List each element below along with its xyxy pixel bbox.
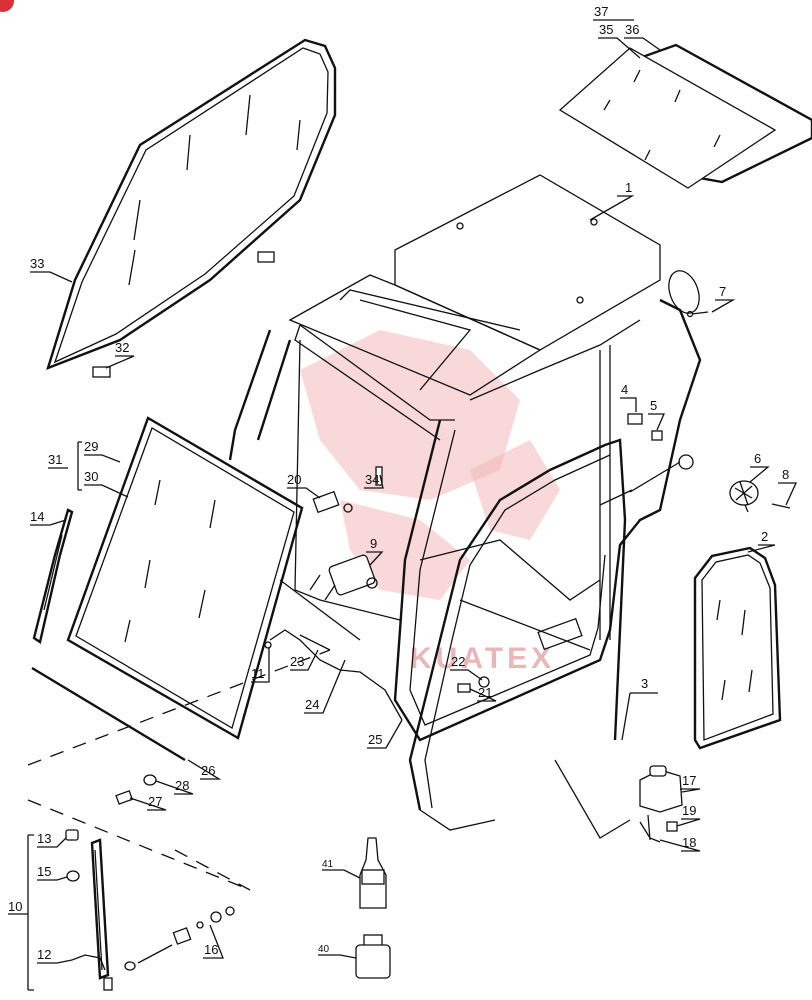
part-41-bottle xyxy=(359,837,387,909)
part-21-plug xyxy=(457,683,471,693)
part-26-wiper-rod xyxy=(31,666,186,762)
callout-13: 13 xyxy=(37,831,51,846)
callout-30: 30 xyxy=(84,469,98,484)
callout-8: 8 xyxy=(782,467,789,482)
callout-16: 16 xyxy=(204,942,218,957)
callout-10: 10 xyxy=(8,899,22,914)
callout-41: 41 xyxy=(322,859,334,870)
part-17-reservoir xyxy=(639,765,683,813)
part-29-30-windshield xyxy=(66,416,304,740)
part-1-cab-frame xyxy=(228,174,702,742)
leader-3-17 xyxy=(554,759,631,839)
part-40-jar xyxy=(355,934,391,979)
callout-11: 11 xyxy=(251,666,265,681)
part-35-36-roof-glass xyxy=(558,43,812,189)
part-20-bracket xyxy=(312,490,353,514)
callout-27: 27 xyxy=(148,794,162,809)
callout-18: 18 xyxy=(682,835,696,850)
callout-25: 25 xyxy=(368,732,382,747)
part-27-nut xyxy=(115,790,134,805)
callouts: 1 2 3 4 5 6 7 8 9 10 11 12 13 14 15 16 1 xyxy=(8,4,798,991)
callout-33: 33 xyxy=(30,256,44,271)
part-25-hose xyxy=(269,629,403,721)
part-7-bolt-head xyxy=(686,310,694,318)
part-6-fan xyxy=(729,480,759,513)
part-22-ring xyxy=(478,676,490,688)
callout-15: 15 xyxy=(37,864,51,879)
callout-23: 23 xyxy=(290,654,304,669)
callout-7: 7 xyxy=(719,284,726,299)
part-8-screw xyxy=(771,503,791,509)
part-3-door xyxy=(408,438,627,831)
part-19-nut xyxy=(666,821,678,832)
callout-4: 4 xyxy=(621,382,628,397)
callout-26: 26 xyxy=(201,763,215,778)
part-5-nut xyxy=(651,430,663,441)
callout-12: 12 xyxy=(37,947,51,962)
callout-14: 14 xyxy=(30,509,44,524)
callout-2: 2 xyxy=(761,529,768,544)
callout-17: 17 xyxy=(682,773,696,788)
callout-36: 36 xyxy=(625,22,639,37)
corner-badge xyxy=(0,0,14,12)
part-32-clip xyxy=(92,366,111,378)
callout-34: 34 xyxy=(365,472,379,487)
part-23-hose xyxy=(299,634,331,651)
callout-40: 40 xyxy=(318,944,330,955)
callout-29: 29 xyxy=(84,439,98,454)
part-28-washer xyxy=(143,774,157,786)
callout-5: 5 xyxy=(650,398,657,413)
part-clip-small xyxy=(257,251,275,263)
callout-6: 6 xyxy=(754,451,761,466)
part-10-wiper-arm xyxy=(71,838,113,991)
callout-19: 19 xyxy=(682,803,696,818)
callout-28: 28 xyxy=(175,778,189,793)
part-33-rear-glass xyxy=(46,38,337,371)
part-16-hardware-set xyxy=(124,906,235,971)
callout-20: 20 xyxy=(287,472,301,487)
callout-37: 37 xyxy=(594,4,608,19)
callout-9: 9 xyxy=(370,536,377,551)
callout-22: 22 xyxy=(451,654,465,669)
callout-35: 35 xyxy=(599,22,613,37)
part-4-block xyxy=(627,413,643,425)
callout-24: 24 xyxy=(305,697,319,712)
callout-3: 3 xyxy=(641,676,648,691)
callout-21: 21 xyxy=(478,685,492,700)
callout-32: 32 xyxy=(115,340,129,355)
part-18-bracket xyxy=(639,814,661,843)
callout-1: 1 xyxy=(625,180,632,195)
part-34-pin xyxy=(375,466,383,486)
part-14-wiper-blade xyxy=(32,508,74,644)
callout-31: 31 xyxy=(48,452,62,467)
part-13-cap xyxy=(65,829,79,841)
part-7-bolt xyxy=(691,311,709,315)
part-15-nut xyxy=(66,870,80,882)
part-11-clip xyxy=(264,641,272,649)
part-2-side-glass xyxy=(693,546,782,750)
part-9-wiper-motor xyxy=(309,554,378,601)
